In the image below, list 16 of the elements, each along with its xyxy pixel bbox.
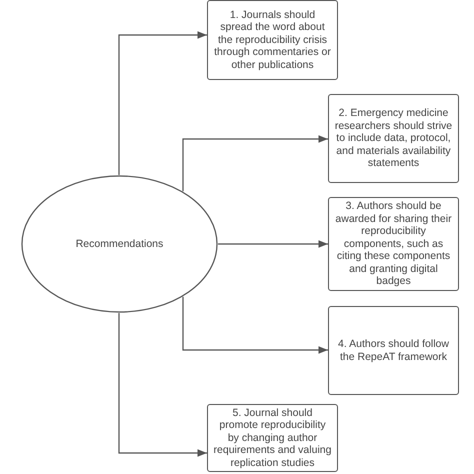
recommendation-box (207, 0, 338, 80)
node-text: 5. Journal should promote reproducibility by changing author requirements and valuing replication studies (213, 406, 332, 470)
node-text: 3. Authors should be awarded for sharing their reproducibility components, such as citing these components and granting digital badges (334, 200, 453, 288)
recommendation-box (328, 94, 459, 183)
arrow (182, 135, 328, 192)
arrow (218, 240, 328, 248)
recommendation-box (328, 306, 459, 395)
ellipse-node (21, 175, 218, 313)
recommendation-box (207, 404, 338, 472)
arrow (118, 31, 207, 175)
node-text: 1. Journals should spread the word about the reproducibility crisis through commentaries or other publications (213, 8, 332, 72)
node-text: 2. Emergency medicine researchers should strive to include data, protocol, and materials availability statements (334, 107, 453, 170)
node-text: Recommendations (76, 238, 164, 250)
node-text: 4. Authors should follow the RepeAT framework (337, 338, 450, 363)
arrow (118, 313, 207, 457)
arrow (182, 296, 328, 354)
